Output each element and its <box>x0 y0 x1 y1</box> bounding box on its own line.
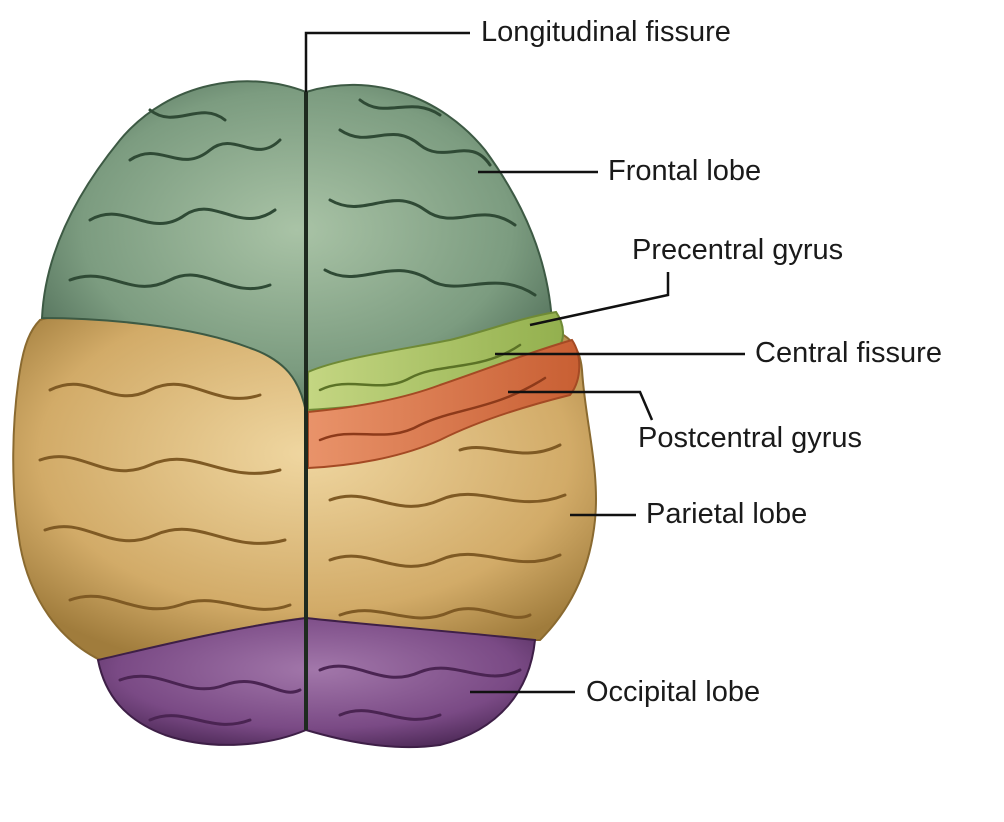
postcentral-gyrus-region <box>307 338 581 470</box>
label-occipital-lobe: Occipital lobe <box>586 676 761 708</box>
leader-precentral-gyrus <box>529 272 670 327</box>
label-precentral-gyrus: Precentral gyrus <box>632 234 844 266</box>
gyri-texture <box>38 98 567 726</box>
leader-longitudinal-fissure <box>304 31 470 92</box>
occipital-lobe-region <box>96 616 537 749</box>
leader-lines <box>304 31 745 694</box>
label-longitudinal-fissure: Longitudinal fissure <box>481 16 731 48</box>
label-postcentral-gyrus: Postcentral gyrus <box>638 422 863 454</box>
label-frontal-lobe: Frontal lobe <box>608 155 762 187</box>
label-parietal-lobe: Parietal lobe <box>646 498 808 530</box>
leader-postcentral-gyrus <box>508 390 654 421</box>
label-central-fissure: Central fissure <box>755 337 942 369</box>
midline-fissure <box>303 91 309 731</box>
